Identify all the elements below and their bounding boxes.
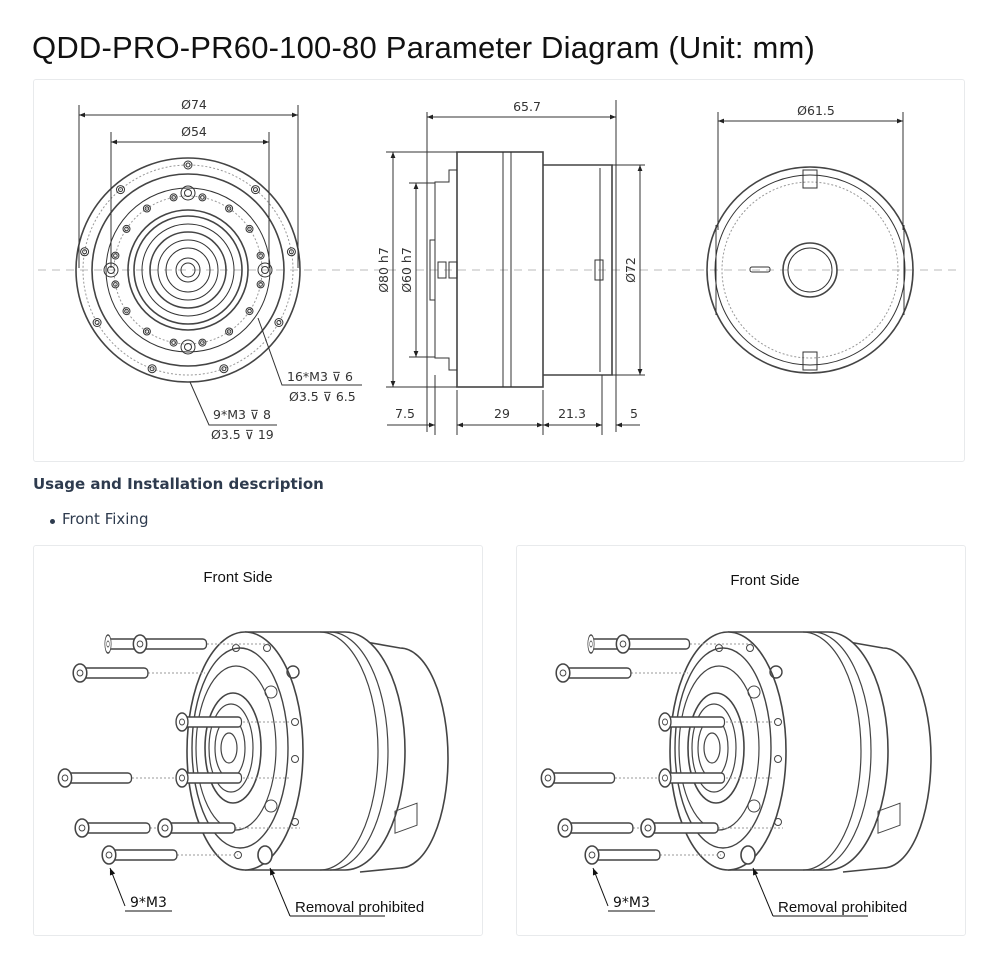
screw-label: 9*M3 — [613, 895, 650, 911]
bolt-hole — [183, 160, 193, 170]
bolt-hole — [198, 338, 207, 347]
dim-back-diameter: Ø61.5 — [797, 103, 835, 118]
bolt-hole — [116, 185, 125, 195]
install-drawing-right — [541, 632, 931, 916]
dim-segment-4: 5 — [630, 406, 638, 421]
dim-inner-diameter: Ø54 — [181, 124, 207, 139]
bolt-hole — [122, 224, 131, 233]
bolt-hole — [147, 364, 157, 374]
usage-heading: Usage and Installation description — [33, 475, 324, 493]
bolt-hole — [245, 224, 254, 233]
bolt-hole — [256, 280, 265, 289]
side-view-drawing — [429, 151, 613, 388]
dim-diameter-60: Ø60 h7 — [399, 247, 414, 293]
install-drawing-left — [58, 632, 448, 916]
bolt-hole — [169, 338, 178, 347]
front-view-drawing — [75, 157, 301, 383]
note-16-holes-line1: 16*M3 ⊽ 6 — [287, 369, 353, 384]
dim-total-length: 65.7 — [513, 99, 541, 114]
bolt-hole — [122, 307, 131, 316]
dim-segment-2: 29 — [494, 406, 510, 421]
bolt-hole — [219, 364, 229, 374]
bolt-hole — [245, 307, 254, 316]
dim-segment-1: 7.5 — [395, 406, 415, 421]
note-16-holes-line2: Ø3.5 ⊽ 6.5 — [289, 389, 356, 404]
panel-title: Front Side — [730, 572, 799, 589]
bolt-hole — [142, 204, 151, 213]
back-view-drawing — [706, 166, 914, 374]
usage-item-front-fixing: Front Fixing — [49, 510, 149, 528]
bolt-hole — [111, 251, 120, 260]
dim-outer-diameter: Ø74 — [181, 97, 207, 112]
bolt-hole — [142, 327, 151, 336]
bolt-hole — [180, 185, 196, 201]
warning-label: Removal prohibited — [778, 899, 907, 916]
bolt-hole — [225, 204, 234, 213]
bolt-hole — [225, 327, 234, 336]
panel-title: Front Side — [203, 569, 272, 586]
bolt-hole — [180, 339, 196, 355]
bolt-hole — [286, 247, 296, 257]
dim-diameter-72: Ø72 — [623, 257, 638, 283]
bolt-hole — [111, 280, 120, 289]
bolt-hole — [274, 318, 284, 327]
bolt-hole — [251, 185, 260, 195]
dim-diameter-80: Ø80 h7 — [376, 247, 391, 293]
dim-segment-3: 21.3 — [558, 406, 586, 421]
page-title: QDD-PRO-PR60-100-80 Parameter Diagram (U… — [32, 30, 816, 65]
note-9-holes-line1: 9*M3 ⊽ 8 — [213, 407, 271, 422]
bolt-hole — [169, 193, 178, 202]
bolt-hole — [80, 247, 90, 257]
bolt-hole — [256, 251, 265, 260]
note-9-holes-line2: Ø3.5 ⊽ 19 — [211, 427, 274, 442]
warning-label: Removal prohibited — [295, 899, 424, 916]
bolt-hole — [198, 193, 207, 202]
bolt-hole — [92, 318, 102, 327]
screw-label: 9*M3 — [130, 895, 167, 911]
bolt-hole — [257, 262, 273, 278]
